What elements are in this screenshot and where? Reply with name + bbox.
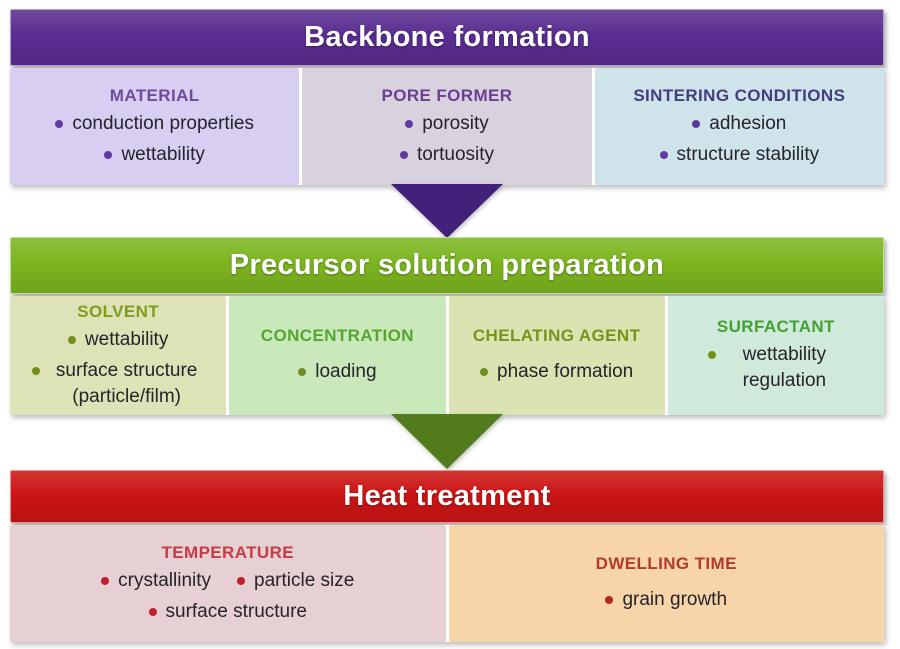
- section-header-backbone-formation: Backbone formation: [10, 9, 884, 66]
- factor-box-concentration: CONCENTRATION loading: [229, 296, 446, 415]
- factor-box-sintering-conditions: SINTERING CONDITIONS adhesion structure …: [594, 68, 884, 185]
- down-arrow-icon: [391, 184, 503, 238]
- factor-item: surface structure: [148, 599, 308, 625]
- factor-item: grain growth: [605, 587, 727, 613]
- factor-box-title: PORE FORMER: [381, 85, 513, 105]
- factor-box-title: TEMPERATURE: [161, 542, 295, 562]
- factor-box-title: DWELLING TIME: [595, 554, 737, 573]
- factor-box-title: CHELATING AGENT: [472, 326, 641, 345]
- factor-item-label: wettability: [84, 328, 169, 350]
- factor-item: surface structure (particle/film): [32, 358, 204, 410]
- factor-item-label: crystallinity: [118, 569, 212, 591]
- factor-item: adhesion: [692, 111, 786, 137]
- section-title: Precursor solution preparation: [229, 249, 665, 281]
- bullet-icon: [480, 368, 488, 376]
- bullet-icon: [605, 596, 614, 604]
- factor-item: loading: [298, 359, 377, 385]
- bullet-icon: [32, 366, 41, 375]
- factor-item-label: structure stability: [676, 143, 820, 165]
- bullet-icon: [237, 576, 246, 585]
- factor-item-label: conduction properties: [72, 112, 254, 134]
- factor-item: porosity: [405, 111, 489, 137]
- factor-box-title: SURFACTANT: [716, 317, 835, 336]
- factor-item-label: grain growth: [622, 589, 728, 610]
- factor-row-backbone: MATERIAL conduction properties wettabili…: [10, 68, 884, 185]
- factor-item: crystallinity particle size: [101, 568, 354, 594]
- section-title: Backbone formation: [304, 21, 590, 53]
- bullet-icon: [298, 368, 307, 376]
- factor-item: conduction properties: [55, 111, 254, 137]
- factor-row-precursor: SOLVENT wettability surface structure (p…: [10, 296, 884, 415]
- factor-box-title: SOLVENT: [77, 301, 160, 321]
- bullet-icon: [67, 335, 76, 344]
- factor-item-label: surface structure: [165, 600, 308, 622]
- bullet-icon: [55, 119, 64, 128]
- factor-item: wettability: [67, 327, 169, 353]
- factor-item: wettability: [104, 142, 205, 168]
- bullet-icon: [399, 150, 408, 159]
- bullet-icon: [104, 150, 113, 159]
- factor-box-title: CONCENTRATION: [260, 326, 414, 345]
- factor-item-label: adhesion: [709, 112, 787, 134]
- bullet-icon: [405, 119, 414, 128]
- factor-item-label: wettability regulation: [742, 344, 827, 391]
- factor-box-dwelling-time: DWELLING TIME grain growth: [448, 525, 884, 642]
- factor-box-material: MATERIAL conduction properties wettabili…: [10, 68, 300, 185]
- section-header-heat-treatment: Heat treatment: [10, 470, 884, 523]
- factor-item-label: surface structure (particle/film): [55, 359, 198, 407]
- bullet-icon: [148, 607, 157, 616]
- factor-box-temperature: TEMPERATURE crystallinity particle size …: [10, 525, 446, 642]
- factor-box-title: SINTERING CONDITIONS: [633, 85, 846, 105]
- bullet-icon: [708, 351, 717, 359]
- section-title: Heat treatment: [343, 480, 551, 512]
- factor-item: phase formation: [480, 359, 633, 385]
- factor-item-label: porosity: [422, 112, 489, 134]
- factor-box-solvent: SOLVENT wettability surface structure (p…: [10, 296, 227, 415]
- factor-item-label: particle size: [254, 569, 355, 591]
- bullet-icon: [692, 119, 701, 128]
- factor-item-label: wettability: [121, 143, 205, 165]
- factor-item-label: loading: [315, 361, 377, 382]
- factor-row-heat: TEMPERATURE crystallinity particle size …: [10, 525, 884, 642]
- factor-item: wettability regulation: [708, 342, 843, 394]
- factor-item-label: phase formation: [497, 361, 634, 382]
- down-arrow-icon: [391, 414, 503, 469]
- factor-box-chelating-agent: CHELATING AGENT phase formation: [448, 296, 665, 415]
- factor-item: structure stability: [659, 142, 820, 168]
- bullet-icon: [659, 150, 668, 159]
- factor-item: tortuosity: [399, 142, 495, 168]
- factor-item-label: tortuosity: [416, 143, 495, 165]
- section-header-precursor-solution-preparation: Precursor solution preparation: [10, 237, 884, 294]
- factor-box-pore-former: PORE FORMER porosity tortuosity: [302, 68, 592, 185]
- factor-box-title: MATERIAL: [109, 85, 200, 105]
- factor-box-surfactant: SURFACTANT wettability regulation: [667, 296, 884, 415]
- bullet-icon: [101, 576, 110, 585]
